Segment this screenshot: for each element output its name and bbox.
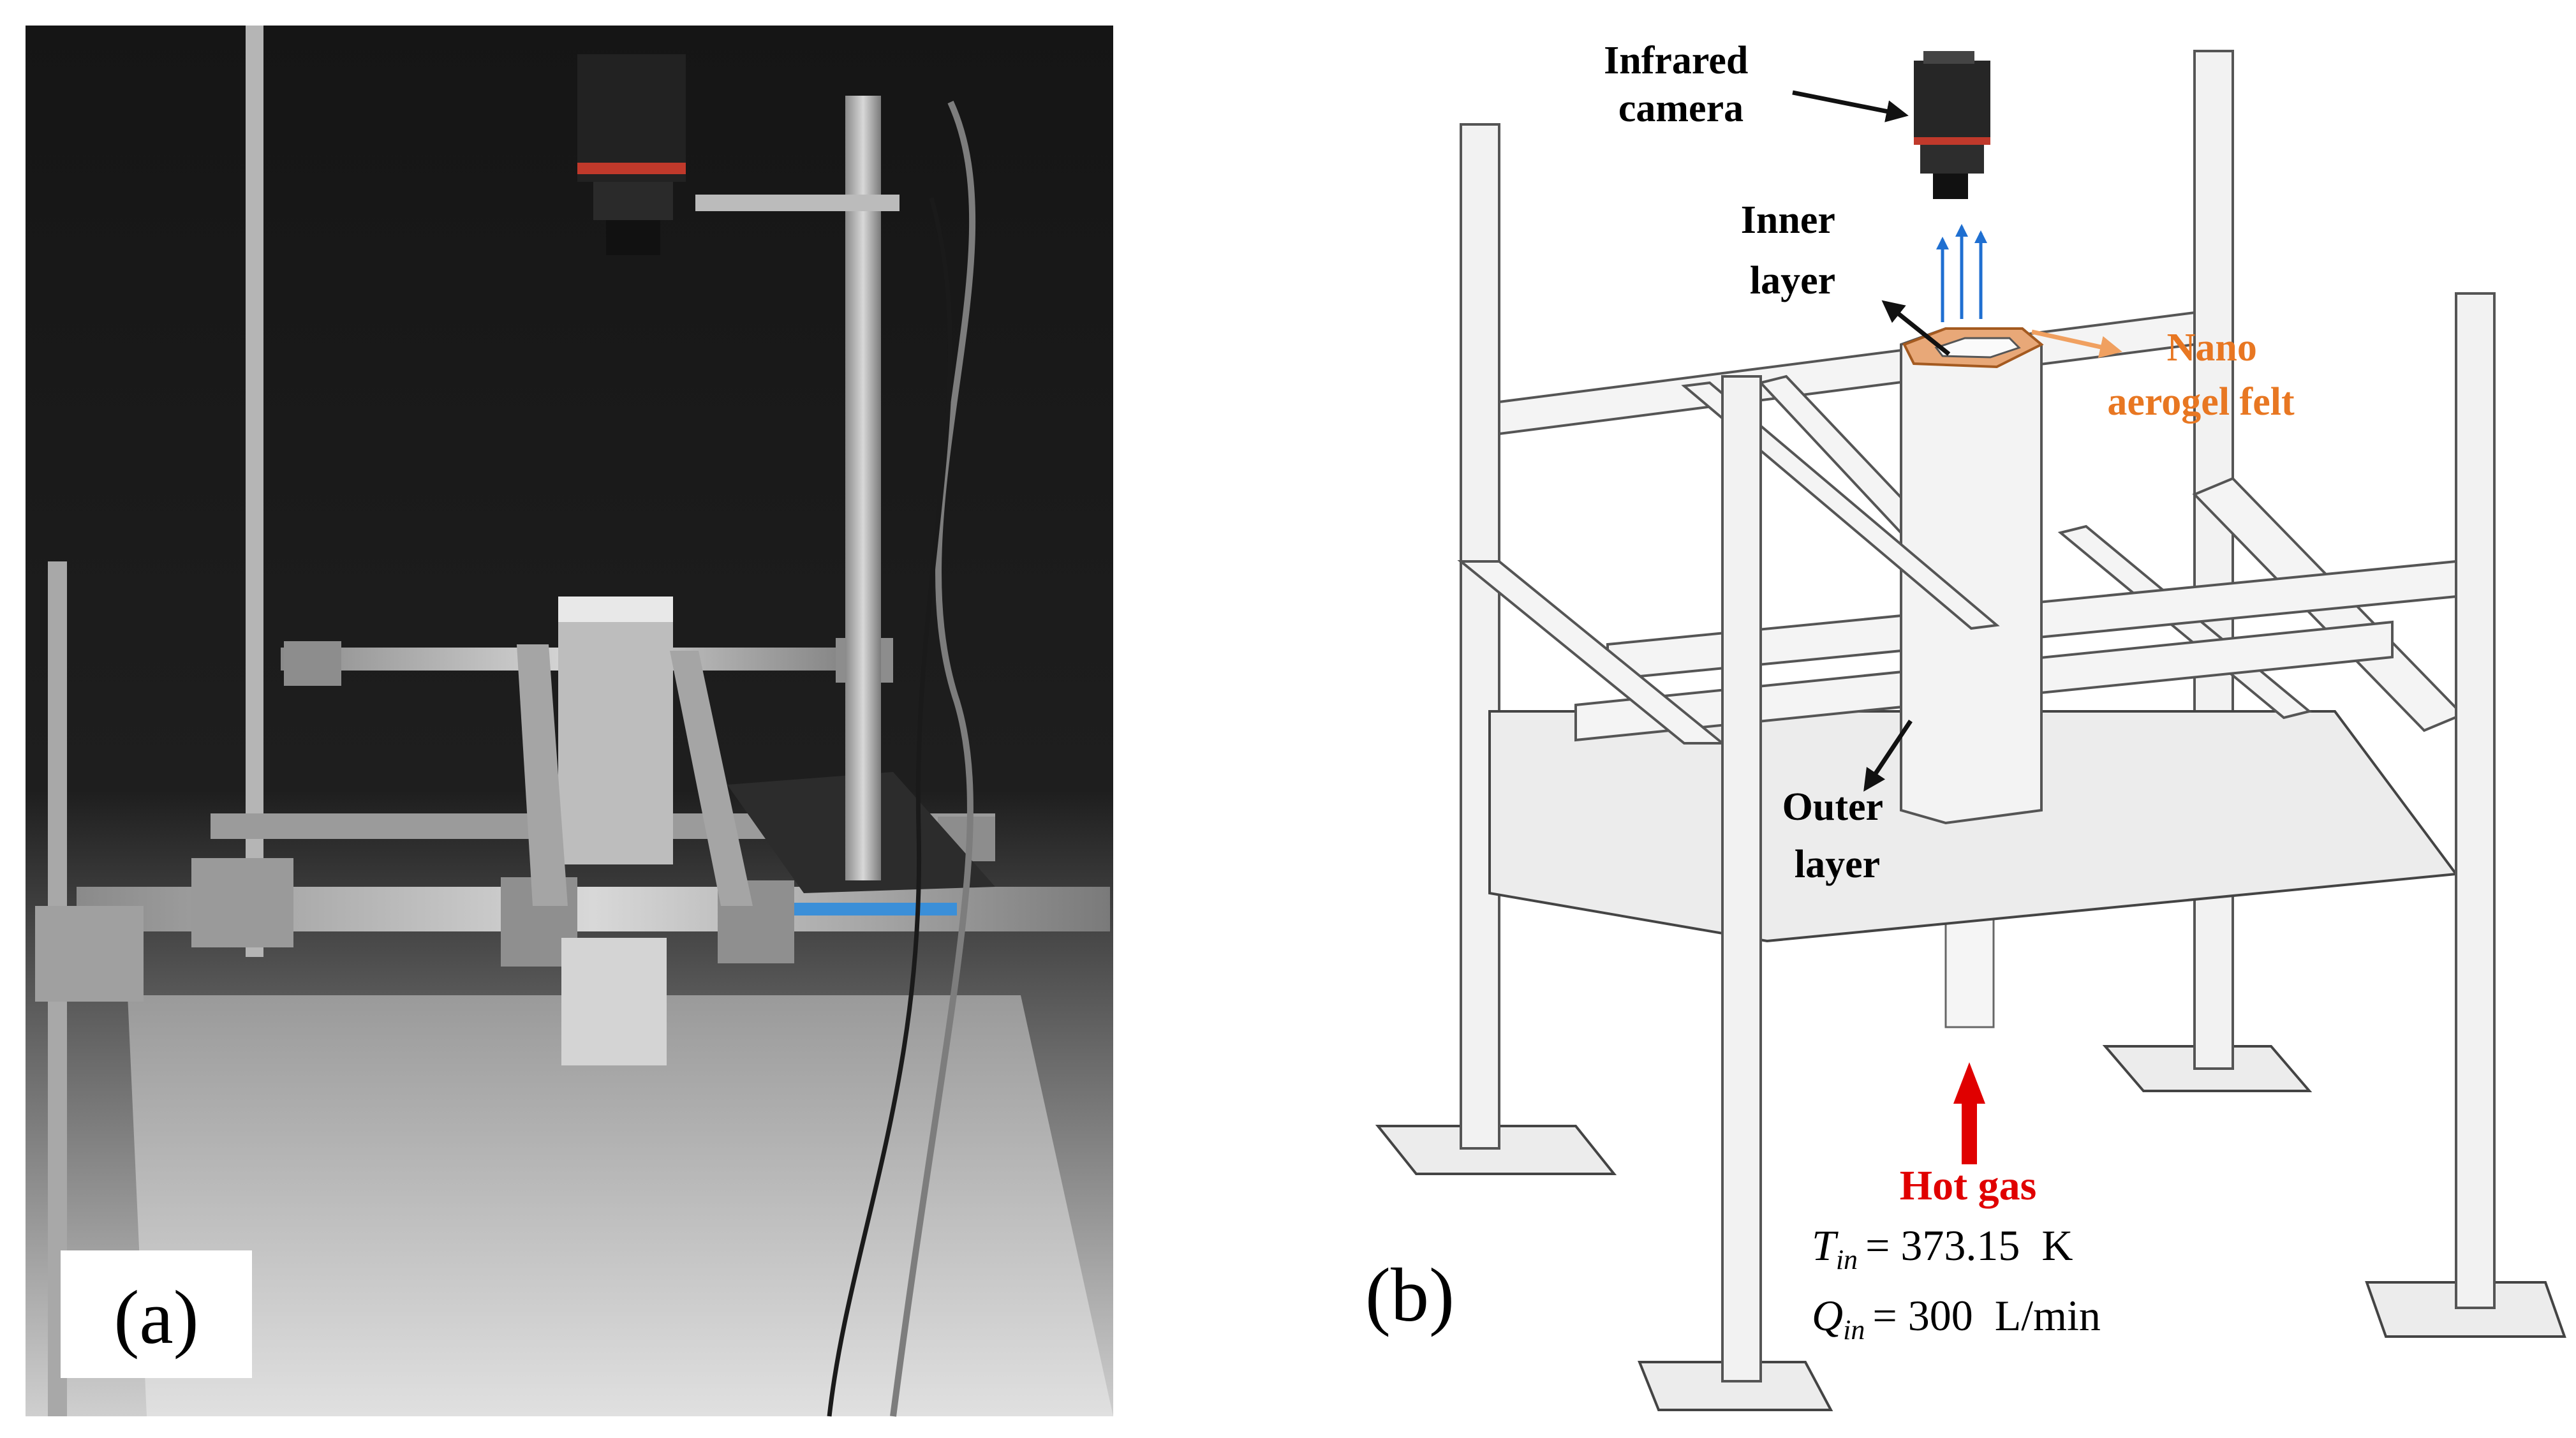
qin-symbol: Q bbox=[1812, 1291, 1843, 1340]
qin-equation: Qin= 300 L/min bbox=[1812, 1291, 2101, 1345]
foot-plates bbox=[1375, 1045, 2566, 1411]
infrared-camera-line1: Infrared bbox=[1604, 39, 1748, 82]
infrared-camera-pointer bbox=[1792, 90, 1909, 122]
panel-b-label: (b) bbox=[1365, 1252, 1455, 1337]
inner-layer-line2: layer bbox=[1750, 259, 1835, 302]
outer-layer-line2: layer bbox=[1795, 843, 1880, 886]
chimney bbox=[1900, 327, 2044, 825]
outer-layer-pointer bbox=[1863, 720, 1913, 792]
inner-layer bbox=[1934, 337, 2021, 359]
hot-gas-label: Hot gas bbox=[1900, 1162, 2037, 1209]
outer-layer-line1: Outer bbox=[1782, 785, 1883, 829]
nano-aerogel-line2: aerogel felt bbox=[2107, 380, 2295, 424]
tin-value: = 373.15 K bbox=[1865, 1221, 2073, 1270]
infrared-camera-line2: camera bbox=[1618, 87, 1743, 130]
nano-aerogel-label: Nano aerogel felt bbox=[2107, 326, 2295, 424]
front-posts bbox=[1721, 292, 2496, 1382]
panel-a-photo: (a) bbox=[26, 26, 1113, 1417]
back-posts bbox=[1460, 50, 2234, 1150]
qin-value: = 300 L/min bbox=[1872, 1291, 2101, 1340]
heat-flow-arrows bbox=[1936, 224, 1987, 322]
tin-subscript: in bbox=[1836, 1244, 1858, 1275]
panel-b-schematic: Infrared camera Inner layer Nano aerogel… bbox=[1365, 39, 2566, 1411]
inner-layer-label: Inner layer bbox=[1741, 198, 1845, 302]
outer-layer-label: Outer layer bbox=[1782, 785, 1893, 886]
qin-subscript: in bbox=[1843, 1314, 1865, 1345]
tin-symbol: T bbox=[1812, 1221, 1839, 1270]
inner-layer-line1: Inner bbox=[1741, 198, 1835, 242]
tin-equation: Tin= 373.15 K bbox=[1812, 1221, 2073, 1275]
inlet-pipe bbox=[1944, 917, 1995, 1028]
panel-a-label: (a) bbox=[114, 1275, 198, 1360]
nano-aerogel-line1: Nano bbox=[2167, 326, 2257, 369]
hot-gas-arrow bbox=[1953, 1062, 1985, 1164]
infrared-camera-label: Infrared camera bbox=[1604, 39, 1758, 130]
infrared-camera-icon bbox=[1914, 51, 1990, 199]
nano-aerogel-pointer bbox=[2031, 329, 2122, 359]
inner-layer-pointer bbox=[1881, 300, 1951, 356]
